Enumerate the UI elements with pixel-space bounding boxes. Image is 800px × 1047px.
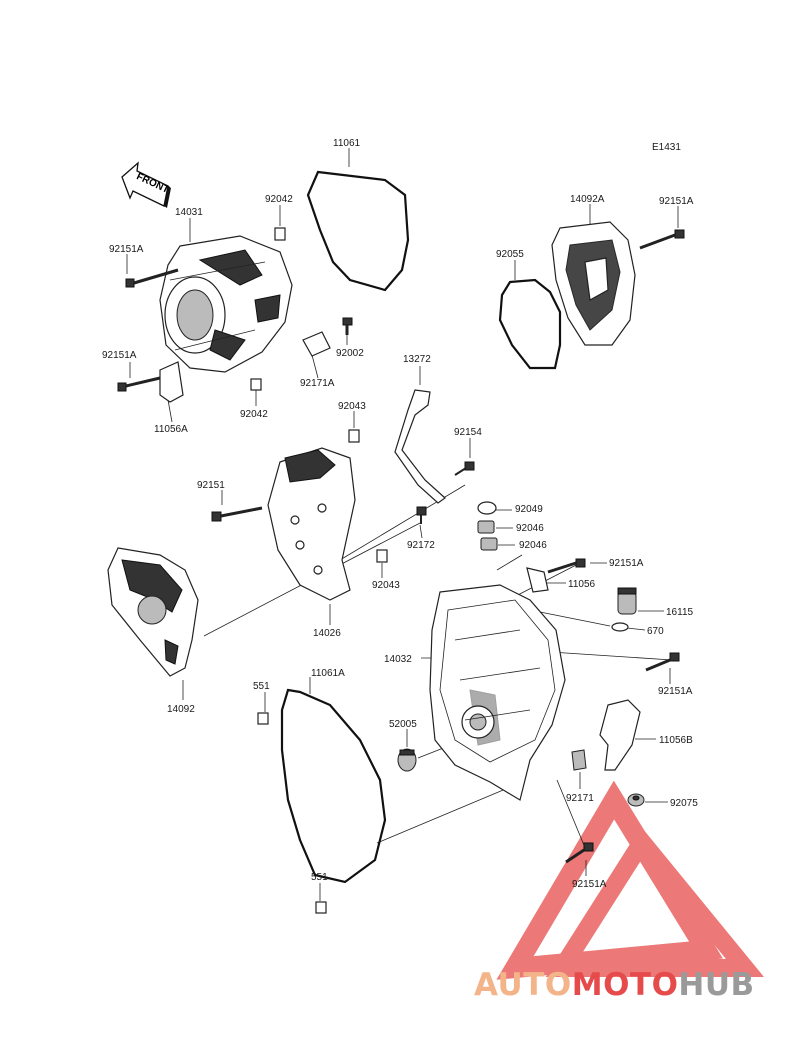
dowel-551-lower <box>315 901 327 914</box>
plug-52005 <box>397 748 417 772</box>
watermark-part-moto: MOTO <box>572 967 679 1003</box>
grommet-92075 <box>627 793 645 807</box>
label-92043-upper: 92043 <box>338 401 366 412</box>
clamp-92171A <box>302 331 331 357</box>
part-labels: 11061 14031 92042 92151A 92151A 92002 92… <box>102 138 698 890</box>
bracket-11056B <box>599 699 641 771</box>
watermark-logo <box>496 780 764 980</box>
watermark-part-hub: HUB <box>678 967 754 1003</box>
label-92172: 92172 <box>407 540 435 551</box>
seal-92049 <box>477 501 497 515</box>
label-11056: 11056 <box>568 579 596 590</box>
label-14031: 14031 <box>175 207 203 218</box>
o-ring-670 <box>611 622 629 632</box>
bolt-92151A-right-lower <box>645 652 680 672</box>
watermark-text: AUTOMOTOHUB <box>474 967 755 1003</box>
dowel-92043-upper <box>348 429 360 443</box>
label-92043-lower: 92043 <box>372 580 400 591</box>
watermark-part-auto: AUTO <box>474 967 572 1003</box>
label-14092: 14092 <box>167 704 195 715</box>
label-92171: 92171 <box>566 793 594 804</box>
gasket-11061A <box>280 688 387 884</box>
label-92075: 92075 <box>670 798 698 809</box>
label-92151A-bottom: 92151A <box>572 879 607 890</box>
generator-cover-14031 <box>159 235 293 373</box>
label-11061: 11061 <box>333 138 361 149</box>
label-16115: 16115 <box>666 607 694 618</box>
label-92151A-middle-right: 92151A <box>609 558 644 569</box>
clutch-cover-14032 <box>429 584 566 801</box>
bolt-92151A-bottom <box>565 842 594 864</box>
label-92151A-lower-right: 92151A <box>658 686 693 697</box>
dowel-pin-92042-upper <box>274 227 286 241</box>
label-92042-upper: 92042 <box>265 194 293 205</box>
front-arrow-icon: FRONT <box>121 161 171 208</box>
bracket-11056A <box>159 361 184 403</box>
bolt-92151A-right-middle <box>547 558 586 574</box>
bolt-92151A-left-upper <box>125 268 179 288</box>
label-14026: 14026 <box>313 628 341 639</box>
bolt-92154 <box>454 461 475 476</box>
label-92154: 92154 <box>454 427 482 438</box>
label-11056A: 11056A <box>154 424 188 435</box>
label-14032: 14032 <box>384 654 412 665</box>
label-92171A: 92171A <box>300 378 335 389</box>
label-92151A-upper-right: 92151A <box>659 196 694 207</box>
gasket-92055 <box>498 278 562 370</box>
svg-text:AUTOMOTOHUB: AUTOMOTOHUB <box>474 967 755 1003</box>
label-551-lower: 551 <box>311 872 328 883</box>
dowel-551-upper <box>257 712 269 725</box>
bolt-92151A-left-lower <box>117 376 161 392</box>
label-92151A-upper-left: 92151A <box>109 244 144 255</box>
label-52005: 52005 <box>389 719 417 730</box>
label-670: 670 <box>647 626 664 637</box>
dowel-pin-92042-lower <box>250 378 262 391</box>
label-92042-lower: 92042 <box>240 409 268 420</box>
guide-13272 <box>394 389 446 504</box>
bolt-92172 <box>416 506 427 524</box>
bolt-92151 <box>211 506 263 522</box>
label-14092A: 14092A <box>570 194 605 205</box>
label-13272: 13272 <box>403 354 431 365</box>
label-551-upper: 551 <box>253 681 270 692</box>
seal-92046-lower <box>480 537 498 551</box>
diagram-code: E1431 <box>652 142 681 153</box>
label-92002: 92002 <box>336 348 364 359</box>
label-11056B: 11056B <box>659 735 693 746</box>
bolt-92002 <box>342 317 353 335</box>
seal-92046-upper <box>477 520 495 534</box>
label-92151: 92151 <box>197 480 225 491</box>
cap-16115 <box>617 587 637 615</box>
bracket-11056 <box>526 567 549 593</box>
label-92055: 92055 <box>496 249 524 260</box>
label-11061A: 11061A <box>311 668 345 679</box>
dowel-92043-lower <box>376 549 388 563</box>
clamp-92171 <box>571 749 587 771</box>
cover-14092 <box>107 547 199 677</box>
label-92046-upper: 92046 <box>516 523 544 534</box>
cover-14092A <box>551 221 636 346</box>
label-92049: 92049 <box>515 504 543 515</box>
cover-14026 <box>267 447 356 601</box>
gasket-11061 <box>306 170 410 292</box>
bolt-92151A-right-upper <box>639 229 685 250</box>
label-92151A-lower-left: 92151A <box>102 350 137 361</box>
label-92046-lower: 92046 <box>519 540 547 551</box>
